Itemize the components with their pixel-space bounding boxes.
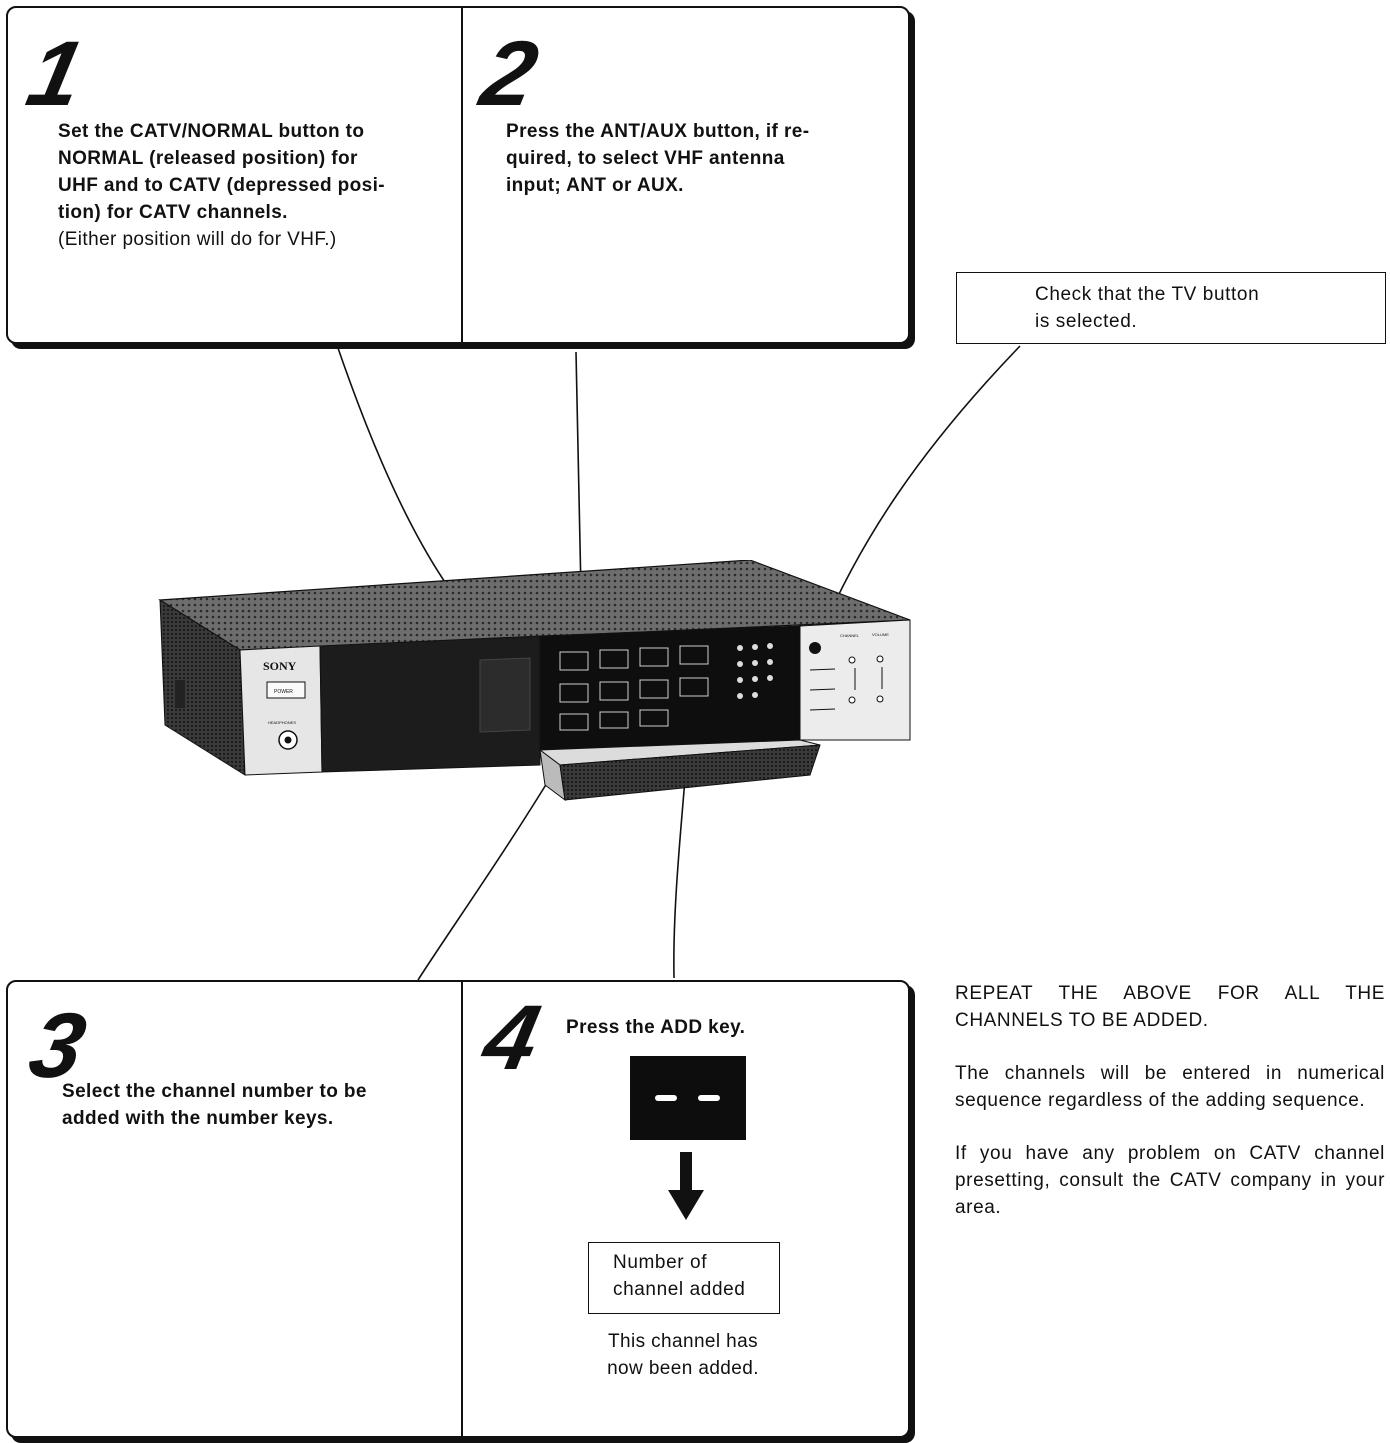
control-compartment: [539, 625, 801, 751]
step-1-line: Set the CATV/NORMAL button to: [58, 121, 365, 142]
step-4-number: 4: [475, 987, 545, 1089]
power-button-label: POWER: [274, 689, 293, 695]
panel-divider: [461, 8, 463, 342]
down-arrow-icon: [668, 1152, 704, 1220]
step-1-line: NORMAL (released position) for: [58, 148, 358, 169]
number-keys: [737, 643, 773, 699]
channel-label: CHANNEL: [840, 633, 860, 638]
selector-switches: [809, 668, 836, 711]
catv-help-note: If you have any problem on CATV channel …: [955, 1143, 1385, 1218]
step-4-result: This channel has now been added.: [568, 1328, 798, 1382]
volume-label: VOLUME: [872, 632, 889, 637]
step-1-number: 1: [19, 23, 89, 125]
step-1-line: UHF and to CATV (depressed posi-: [58, 175, 386, 196]
step-3-line: added with the number keys.: [62, 1108, 334, 1129]
compartment-buttons: [559, 645, 709, 731]
sequence-note: The channels will be entered in numerica…: [955, 1063, 1385, 1111]
display-dash: [698, 1095, 720, 1101]
power-button-icon: [266, 681, 306, 699]
result-line: This channel has: [607, 1331, 759, 1352]
step-4-heading: Press the ADD key.: [566, 1017, 746, 1038]
step-1-note: (Either position will do for VHF.): [58, 229, 337, 250]
side-notes: REPEAT THE ABOVE FOR ALL THE CHANNELS TO…: [955, 980, 1385, 1247]
display-label-line: Number of: [613, 1252, 708, 1273]
step-2-line: input; ANT or AUX.: [506, 175, 684, 196]
panel-divider: [461, 982, 463, 1436]
step-3-text: Select the channel number to be added wi…: [62, 1078, 442, 1132]
tv-button-callout: Check that the TV button is selected.: [956, 272, 1386, 344]
top-steps-panel: 1 Set the CATV/NORMAL button to NORMAL (…: [6, 6, 910, 344]
step-2-number: 2: [473, 23, 543, 125]
step-1-line: tion) for CATV channels.: [58, 202, 288, 223]
tuner-device-illustration: SONY POWER HEADPHONES CHANNEL VOLUME: [158, 560, 911, 802]
step-2-line: Press the ANT/AUX button, if re-: [506, 121, 810, 142]
step-3-line: Select the channel number to be: [62, 1081, 367, 1102]
step-2-text: Press the ANT/AUX button, if re- quired,…: [506, 118, 886, 199]
channel-display-blank: [630, 1056, 746, 1140]
device-display-window: [479, 657, 531, 733]
leader-line-step3: [417, 769, 556, 981]
step-2-line: quired, to select VHF antenna: [506, 148, 785, 169]
display-dash: [655, 1095, 677, 1101]
channel-added-display-label: Number of channel added: [588, 1242, 780, 1314]
result-line: now been added.: [607, 1358, 759, 1379]
headphones-label: HEADPHONES: [268, 720, 296, 725]
up-down-buttons: [848, 655, 884, 704]
device-side-vent: [175, 680, 185, 708]
repeat-instruction: REPEAT THE ABOVE FOR ALL THE CHANNELS TO…: [955, 983, 1385, 1031]
device-brand-logo: SONY: [263, 659, 297, 673]
display-label-line: channel added: [613, 1279, 746, 1300]
tv-button-icon: [809, 642, 821, 654]
bottom-steps-panel: 3 Select the channel number to be added …: [6, 980, 910, 1438]
tv-callout-line: Check that the TV button: [1035, 284, 1260, 305]
step-1-text: Set the CATV/NORMAL button to NORMAL (re…: [58, 118, 438, 253]
tv-callout-line: is selected.: [1035, 311, 1138, 332]
front-door-panel: [559, 744, 821, 801]
